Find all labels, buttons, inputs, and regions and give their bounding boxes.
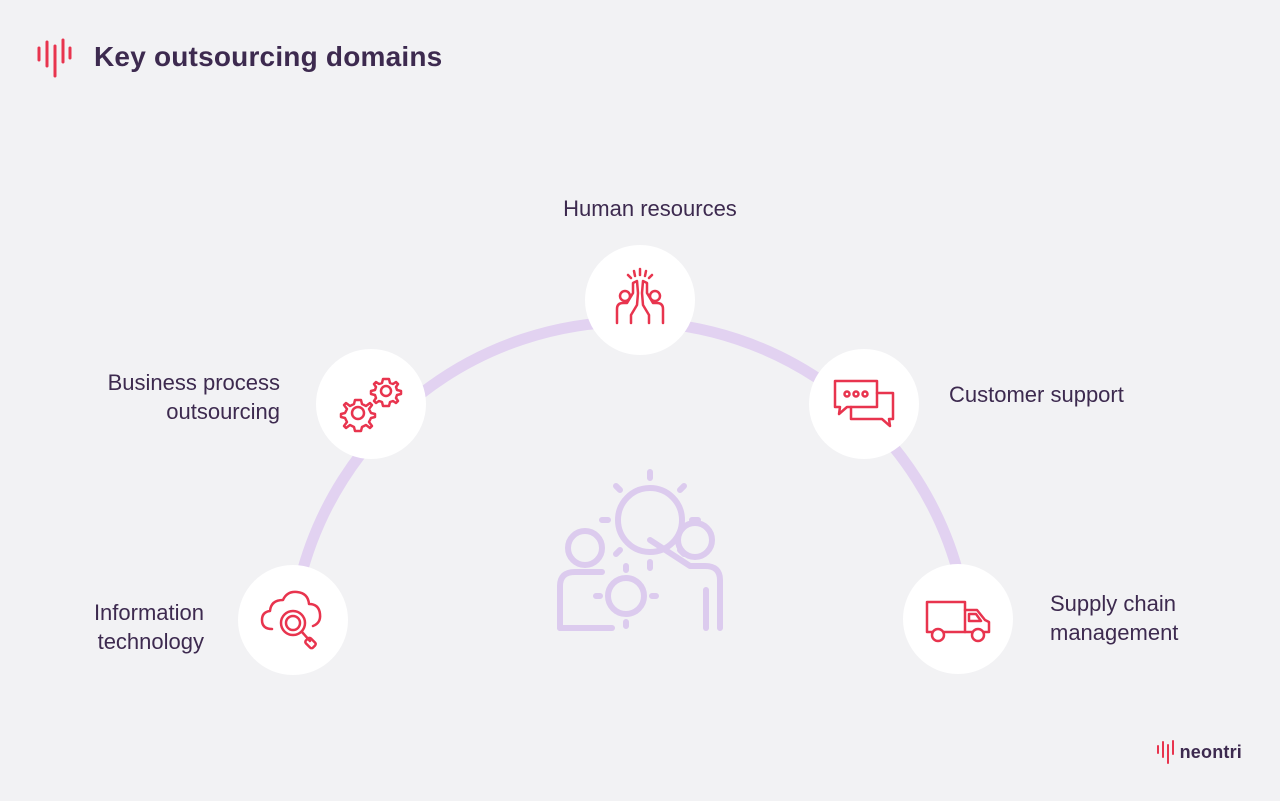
domain-label-customer-support: Customer support [949, 380, 1209, 409]
brand-logo: neontri [1156, 739, 1242, 765]
header: Key outsourcing domains [36, 36, 442, 78]
high-five-icon [615, 267, 665, 325]
domain-node-human-resources [585, 245, 695, 355]
brand-name: neontri [1179, 741, 1242, 762]
gears-icon [339, 377, 403, 433]
label-text: Supply chain management [1050, 591, 1179, 645]
domain-node-information-technology [238, 565, 348, 675]
page-title: Key outsourcing domains [94, 41, 443, 72]
domain-node-supply-chain-management [903, 564, 1013, 674]
neontri-waveform-icon [37, 38, 72, 78]
truck-icon [925, 600, 991, 643]
cloud-search-icon [260, 590, 322, 650]
label-text: Information technology [93, 600, 204, 654]
label-text: Customer support [949, 382, 1124, 407]
domain-node-customer-support [809, 349, 919, 459]
domain-node-business-process-outsourcing [316, 349, 426, 459]
label-text: Human resources [563, 196, 737, 221]
domain-label-human-resources: Human resources [520, 194, 780, 223]
neontri-waveform-icon [1156, 740, 1174, 764]
chat-bubbles-icon [833, 379, 895, 428]
label-text: Business process outsourcing [107, 370, 280, 424]
person-gears-icon [557, 469, 723, 631]
domain-label-supply-chain-management: Supply chain management [1050, 589, 1270, 647]
domain-label-business-process-outsourcing: Business process outsourcing [60, 368, 280, 426]
domain-label-information-technology: Information technology [44, 598, 204, 656]
